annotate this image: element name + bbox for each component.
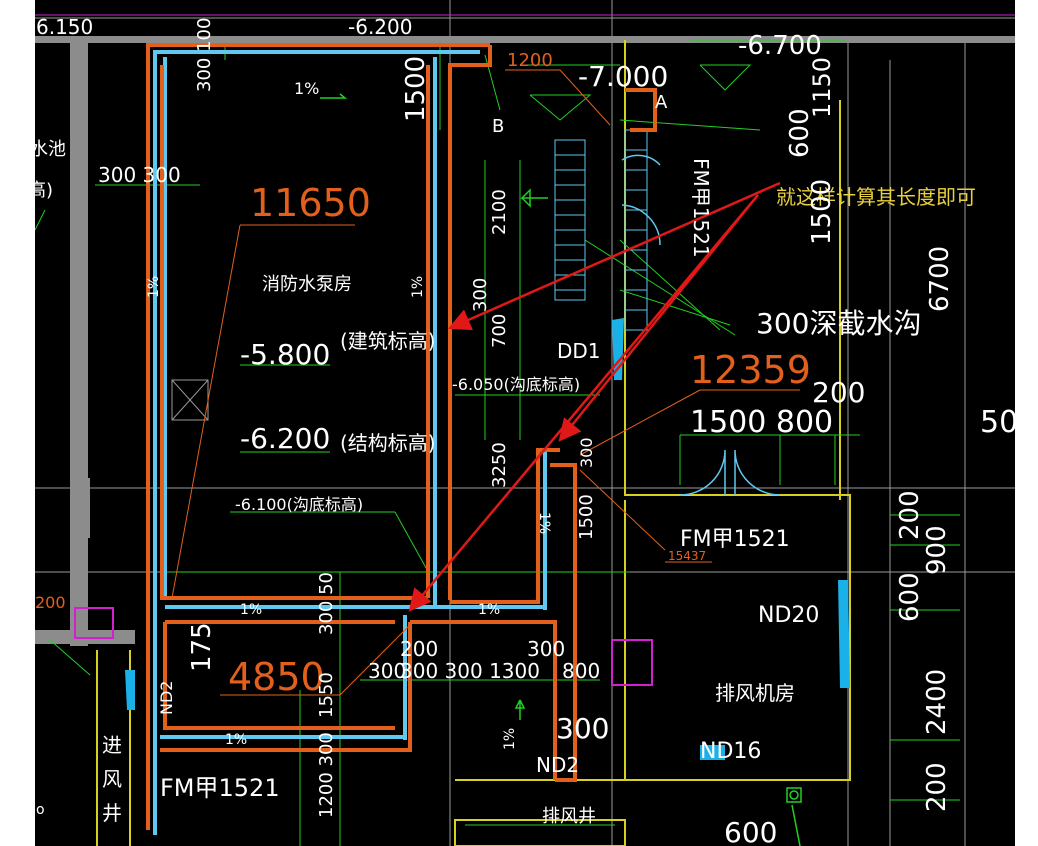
- label-exhaust-shaft: 排风井: [542, 806, 596, 827]
- label-dim-200-left: 200: [35, 593, 66, 612]
- label-dim-6700: 6700: [925, 246, 955, 312]
- stair: [554, 129, 648, 331]
- label-slope-mid: 1%: [410, 276, 426, 298]
- label-dim-300-100: 300 100: [194, 18, 215, 92]
- label-room-pump: 消防水泵房: [262, 274, 352, 295]
- label-dim-800: 800: [562, 659, 600, 683]
- building-outline: [96, 40, 851, 846]
- label-dim-2100: 2100: [489, 189, 510, 235]
- label-slope-rotated: 1%: [502, 728, 518, 750]
- label-arch-elev: (建筑标高): [340, 329, 436, 353]
- ditch-walls: [146, 43, 657, 830]
- label-fm-jia-1521-right: FM甲1521: [680, 527, 790, 552]
- label-elev-6150: 6.150: [36, 15, 93, 39]
- label-fm-jia-1521-bottom: FM甲1521: [160, 774, 280, 802]
- label-dim-1550: 1550: [316, 672, 337, 718]
- label-ditch-bottom-m6050: -6.050(沟底标高): [452, 375, 580, 394]
- label-dim-2400: 2400: [922, 669, 952, 735]
- label-dim-200-vertical: 200: [895, 490, 925, 540]
- symbols: [786, 787, 802, 846]
- magenta-accents: [35, 14, 1015, 686]
- label-ditch-300: 300深截水沟: [756, 307, 921, 340]
- label-ditch-bottom-m6100: -6.100(沟底标高): [235, 495, 363, 514]
- label-dim-300-300: 300 300: [98, 163, 181, 187]
- label-pool-fragment: 水池: [35, 139, 66, 160]
- dimension-lines: [35, 39, 960, 846]
- label-slope-left: 1%: [146, 276, 162, 298]
- label-note: 就这样计算其长度即可: [776, 185, 976, 209]
- wall-hatch: [171, 379, 209, 421]
- length-leaders: [171, 69, 800, 696]
- label-dim-200-bottom: 200: [922, 762, 952, 812]
- label-elev-m6200: -6.200: [240, 422, 330, 455]
- label-dim-3250: 3250: [489, 442, 510, 488]
- label-inlet-jin: 进: [102, 733, 122, 757]
- label-fm-jia-1521-vertical: FM甲1521: [689, 158, 713, 258]
- label-dim-300-small: 300: [577, 437, 596, 468]
- arrow-to-pump-room-ditch: [447, 181, 781, 331]
- label-dim-300-big: 300: [556, 712, 609, 745]
- door-swings: [621, 154, 781, 496]
- label-point-a: A: [655, 92, 668, 113]
- label-elev-m5800: -5.800: [240, 338, 330, 371]
- label-struct-elev: (结构标高): [340, 431, 436, 455]
- label-dim-300-300-1300: 300 300 1300: [400, 659, 540, 683]
- annotation-arrows: [408, 181, 781, 612]
- label-length-15437: 15437: [668, 549, 706, 563]
- label-inlet-feng: 风: [102, 767, 122, 791]
- label-dim-600-bottom: 600: [724, 816, 777, 846]
- label-nd-left: ND2: [157, 681, 176, 715]
- label-dim-300-b: 300: [368, 659, 406, 683]
- label-slope-vertical: 1%: [536, 512, 552, 534]
- label-nd20: ND20: [758, 603, 819, 628]
- label-dim-1200-orange: 1200: [507, 50, 553, 71]
- label-dim-1500-right: 1500: [807, 179, 837, 245]
- label-dim-1500-800: 1500 800: [690, 405, 833, 440]
- label-slope-bottom-a: 1%: [240, 602, 262, 618]
- label-dim-600-vertical: 600: [895, 572, 925, 622]
- label-point-b: B: [492, 116, 504, 137]
- label-dim-900-vertical: 900: [922, 525, 952, 575]
- label-nd2: ND2: [536, 753, 579, 777]
- label-dd1: DD1: [557, 339, 601, 363]
- label-dim-50: 50: [980, 405, 1015, 440]
- label-nd16: ND16: [700, 739, 761, 764]
- drain-ditches: [153, 50, 547, 835]
- label-pool-paren: 高): [35, 180, 53, 201]
- label-inlet-jing: 井: [102, 801, 122, 825]
- label-dim-200-b: 200: [400, 637, 438, 661]
- label-room-fan: 排风机房: [715, 681, 795, 705]
- arrow-to-bottom-ditch: [408, 194, 759, 612]
- label-length-4850: 4850: [228, 655, 325, 699]
- label-slope-top: 1%: [294, 79, 319, 98]
- label-slope-bottom-b: 1%: [478, 602, 500, 618]
- label-dim-175: 175: [187, 622, 217, 672]
- label-elev-m6700: -6.700: [738, 31, 822, 61]
- label-dim-1500-vertical: 1500: [401, 56, 431, 122]
- label-elev-m7000: -7.000: [578, 60, 668, 93]
- label-dim-1200-300: 1200 300: [316, 732, 337, 818]
- label-char-o: o: [36, 802, 45, 818]
- label-elev-m6200-top: -6.200: [348, 15, 412, 39]
- label-dim-300-vertical: 300: [470, 278, 491, 312]
- outer-walls: [35, 36, 1015, 646]
- grid-lines: [35, 0, 1015, 846]
- label-length-11650: 11650: [250, 181, 371, 225]
- label-dim-700: 700: [489, 314, 510, 348]
- label-dim-300-c: 300: [527, 637, 565, 661]
- label-dim-600: 600: [785, 108, 815, 158]
- slope-arrows: [320, 93, 548, 720]
- label-dim-1500-v2: 1500: [576, 494, 597, 540]
- label-length-12359: 12359: [690, 348, 811, 392]
- label-dim-300-50: 300 50: [316, 572, 337, 635]
- label-slope-bottom-c: 1%: [225, 732, 247, 748]
- label-dim-200: 200: [812, 376, 865, 409]
- cad-drawing-canvas: 6.150 -6.200 -6.700 -7.000 1200 300 100 …: [35, 0, 1015, 846]
- label-dim-1150: 1150: [808, 57, 836, 118]
